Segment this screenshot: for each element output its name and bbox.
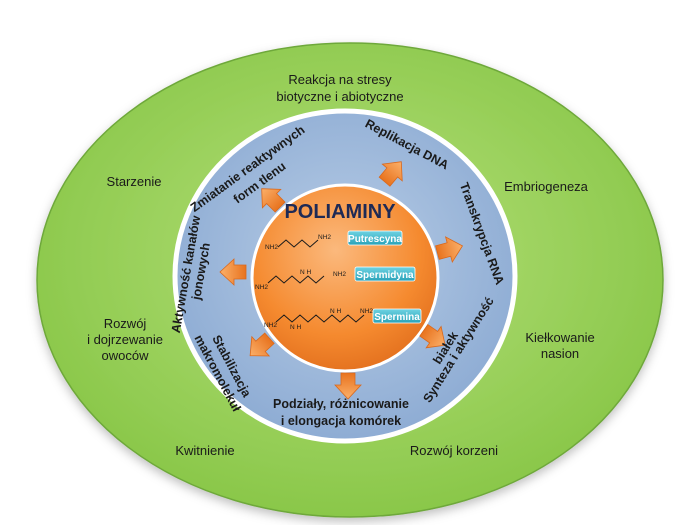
svg-text:N H: N H [300, 269, 312, 276]
arrow-icon [378, 161, 403, 187]
svg-text:Putrescyna: Putrescyna [348, 234, 402, 245]
arrow-icon [219, 258, 247, 286]
molecule-spermidyna: NH2 N H NH2 Spermidyna [255, 266, 416, 291]
label-rozwoj-owocow-1: Rozwój [104, 316, 147, 331]
arrow-icon [261, 188, 286, 213]
svg-text:N H: N H [330, 308, 342, 315]
molecule-spermina: NH2 N H N H NH2 Spermina [264, 308, 422, 331]
badge-putrescyna [347, 230, 403, 246]
svg-text:N H: N H [290, 324, 302, 331]
label-reakcja-2: biotyczne i abiotyczne [276, 89, 403, 104]
svg-text:NH2: NH2 [265, 244, 278, 251]
label-kielkowanie-2: nasion [541, 346, 579, 361]
label-starzenie: Starzenie [107, 174, 162, 189]
arrows [219, 161, 464, 400]
label-podzialy-2: i elongacja komórek [281, 414, 401, 428]
label-podzialy-1: Podziały, różnicowanie [273, 397, 409, 411]
svg-text:Spermina: Spermina [374, 312, 420, 323]
badge-spermina [372, 308, 422, 324]
svg-text:NH2: NH2 [360, 308, 373, 315]
svg-text:NH2: NH2 [264, 322, 277, 329]
arrow-icon [249, 332, 275, 357]
label-rozwoj-korzeni: Rozwój korzeni [410, 443, 498, 458]
label-kielkowanie-1: Kiełkowanie [525, 330, 594, 345]
svg-text:NH2: NH2 [333, 271, 346, 278]
label-rozwoj-owocow-3: owoców [102, 348, 150, 363]
molecule-putrescyna: NH2 NH2 Putrescyna [265, 230, 403, 251]
svg-text:NH2: NH2 [318, 234, 331, 241]
label-reakcja-1: Reakcja na stresy [288, 72, 392, 87]
arrow-icon [435, 236, 464, 264]
badge-spermidyna [354, 266, 416, 282]
label-kwitnienie: Kwitnienie [175, 443, 234, 458]
label-embriogeneza: Embriogeneza [504, 179, 589, 194]
outer-ring-labels: Reakcja na stresy biotyczne i abiotyczne… [87, 72, 595, 458]
arrow-icon [419, 323, 446, 349]
arrow-icon [334, 372, 362, 400]
label-rozwoj-owocow-2: i dojrzewanie [87, 332, 163, 347]
svg-text:Spermidyna: Spermidyna [356, 270, 414, 281]
center-title: POLIAMINY [284, 201, 396, 223]
svg-text:NH2: NH2 [255, 284, 268, 291]
